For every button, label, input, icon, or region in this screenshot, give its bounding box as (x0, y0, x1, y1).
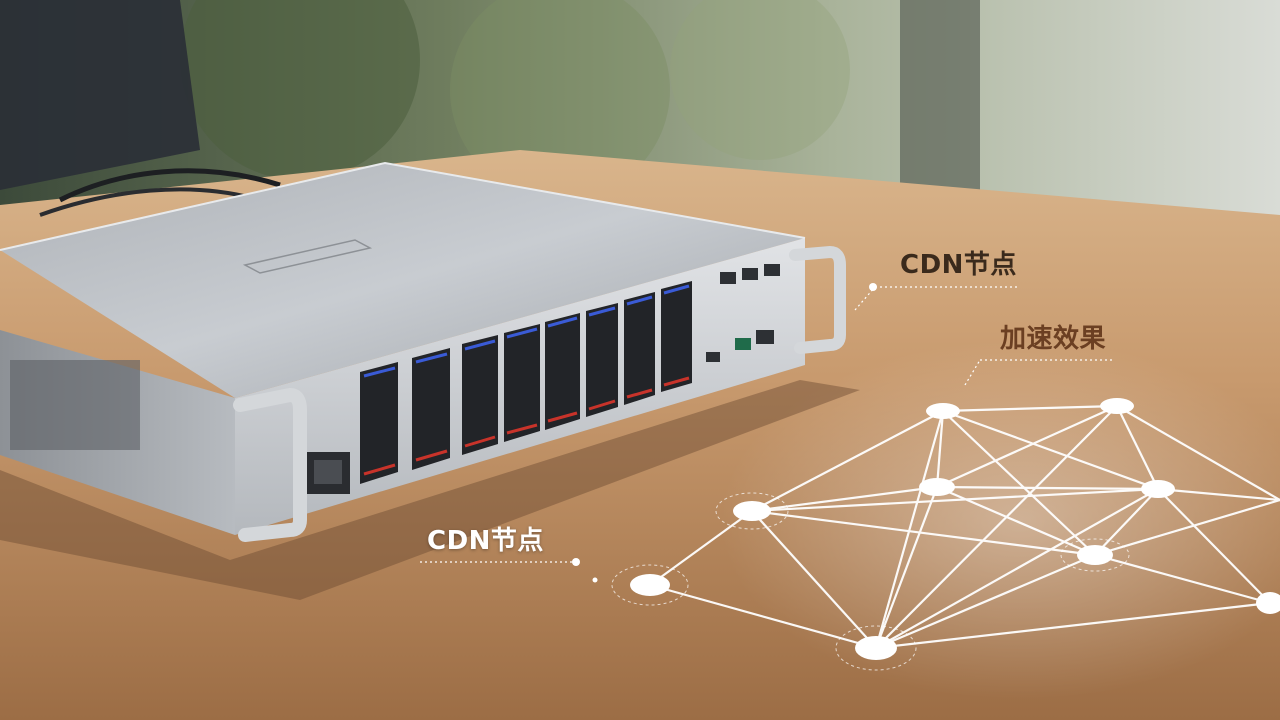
cdn-node-label-left: CDN节点 (427, 526, 544, 556)
ethernet-port-icon (306, 452, 350, 494)
server-icon (0, 161, 860, 600)
cdn-node-label-top: CDN节点 (900, 250, 1017, 280)
network-graph-icon (649, 404, 1280, 650)
acceleration-effect-label: 加速效果 (1000, 324, 1107, 354)
